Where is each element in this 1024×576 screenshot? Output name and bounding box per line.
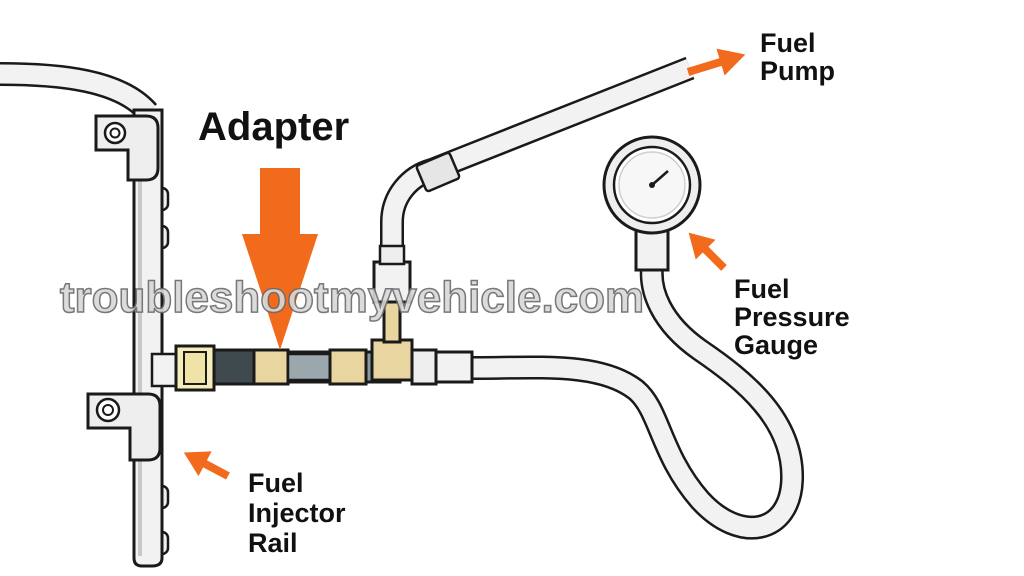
rail-label-line-2: Injector (248, 498, 346, 528)
fuel-pump-label-line-2: Pump (760, 56, 835, 86)
gauge-arrow (688, 232, 727, 271)
gauge-label-line-1: Fuel (734, 274, 790, 304)
fuel-pump-label-line-1: Fuel (760, 28, 816, 58)
gauge-label-line-2: Pressure (734, 302, 850, 332)
adapter-pointer-arrow (242, 168, 318, 350)
rail-top-hose (0, 62, 158, 121)
rail-label-line-3: Rail (248, 528, 298, 558)
adapter-assembly (174, 244, 474, 392)
fuel-pump-arrow (686, 48, 746, 76)
gauge-label-line-3: Gauge (734, 330, 818, 360)
rail-arrow (183, 451, 230, 480)
rail-label-line-1: Fuel (248, 468, 304, 498)
fuel-pump-label: Fuel Pump (760, 28, 835, 86)
watermark-text: troubleshootmyvehicle.com (60, 273, 644, 322)
gauge-label: Fuel Pressure Gauge (734, 274, 850, 360)
gauge-hose (469, 266, 805, 540)
fuel-pump-hose (380, 56, 695, 250)
rail-label: Fuel Injector Rail (248, 468, 346, 558)
fuel-injector-rail (86, 108, 184, 568)
adapter-label: Adapter (198, 105, 349, 149)
fuel-pressure-gauge (602, 135, 702, 272)
